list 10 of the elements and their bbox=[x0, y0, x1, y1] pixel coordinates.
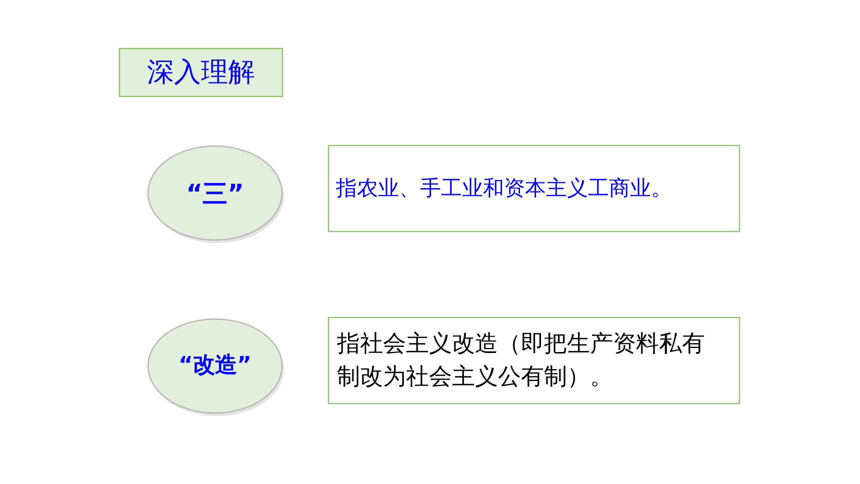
term-ellipse bbox=[147, 318, 283, 414]
definition-box bbox=[328, 317, 740, 404]
term-ellipse bbox=[147, 145, 283, 241]
definition-text: 指社会主义改造（即把生产资料私有制改为社会主义公有制）。 bbox=[337, 330, 706, 392]
term-text: “改造” bbox=[178, 352, 252, 380]
heading-box bbox=[119, 48, 283, 97]
heading-text: 深入理解 bbox=[147, 56, 255, 90]
definition-box bbox=[328, 145, 740, 232]
term-text: “三” bbox=[186, 178, 244, 210]
definition-text: 指农业、手工业和资本主义工商业。 bbox=[336, 174, 672, 202]
